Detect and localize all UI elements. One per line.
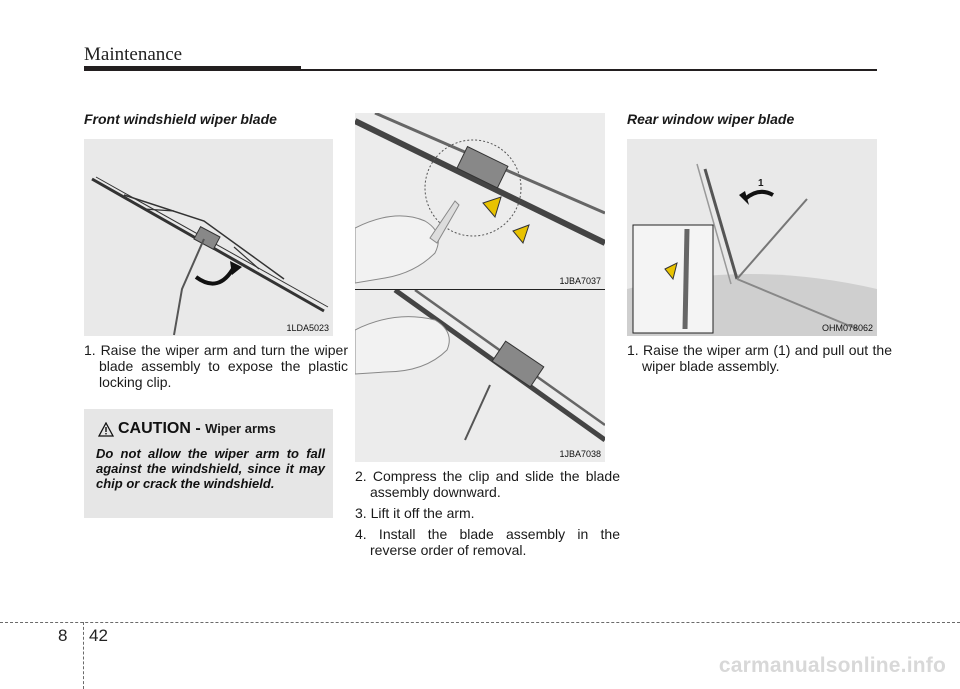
front-wiper-step-2: 2. Compress the clip and slide the blade… — [355, 468, 620, 500]
footer-rule — [0, 622, 960, 623]
rear-wiper-figure: 1 OHM078062 — [627, 139, 877, 336]
rear-wiper-illustration — [627, 163, 877, 336]
caution-subject: Wiper arms — [205, 421, 276, 436]
front-wiper-illustration — [91, 176, 329, 336]
caution-label: CAUTION - — [118, 420, 206, 437]
front-wiper-section-title: Front windshield wiper blade — [84, 111, 277, 127]
footer-divider — [83, 622, 84, 689]
header-rule-thick — [84, 66, 301, 71]
front-wiper-step-1: 1. Raise the wiper arm and turn the wipe… — [84, 342, 348, 390]
callout-number: 1 — [758, 178, 764, 189]
caution-text: Do not allow the wiper arm to fall again… — [96, 446, 325, 491]
front-wiper-step-3: 3. Lift it off the arm. — [355, 505, 475, 521]
front-wiper-figure-code: 1LDA5023 — [286, 323, 329, 333]
caution-box: CAUTION - Wiper arms Do not allow the wi… — [84, 409, 333, 518]
front-wiper-figure: 1LDA5023 — [84, 139, 333, 336]
rear-wiper-section-title: Rear window wiper blade — [627, 111, 795, 127]
chapter-number: 8 — [58, 626, 68, 645]
clip-release-figure-code: 1JBA7037 — [559, 276, 601, 286]
blade-slide-figure: 1JBA7038 — [355, 290, 605, 462]
rear-wiper-figure-code: OHM078062 — [821, 323, 873, 333]
page-number: 42 — [89, 626, 108, 645]
caution-heading: CAUTION - Wiper arms — [118, 420, 276, 438]
rear-wiper-step-1: 1. Raise the wiper arm (1) and pull out … — [627, 342, 892, 374]
warning-triangle-icon — [97, 421, 115, 442]
figure-divider — [355, 289, 605, 290]
blade-slide-illustration — [355, 290, 605, 443]
front-wiper-step-4: 4. Install the blade assembly in the rev… — [355, 526, 620, 558]
clip-release-illustration — [355, 113, 605, 284]
header-rule-thin — [301, 69, 877, 71]
blade-slide-figure-code: 1JBA7038 — [559, 449, 601, 459]
page-header-title: Maintenance — [84, 44, 183, 65]
watermark: carmanualsonline.info — [718, 654, 946, 677]
clip-release-figure: 1JBA7037 — [355, 113, 605, 289]
